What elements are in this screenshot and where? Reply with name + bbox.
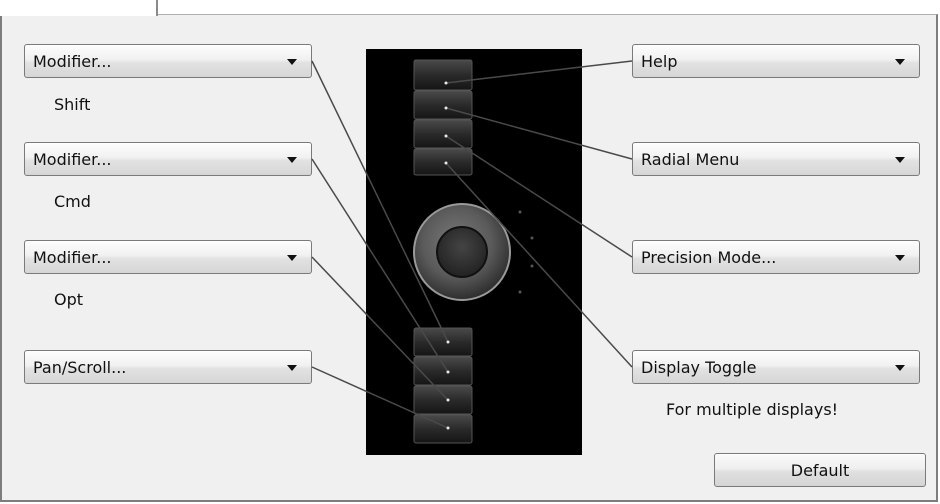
express-key-5-label: Help xyxy=(641,52,678,71)
express-key-3-label: Modifier... xyxy=(33,248,112,267)
express-key-1-label: Modifier... xyxy=(33,52,112,71)
chevron-down-icon xyxy=(287,157,297,163)
chevron-down-icon xyxy=(895,59,905,65)
chevron-down-icon xyxy=(287,255,297,261)
chevron-down-icon xyxy=(895,157,905,163)
express-key-4-label: Pan/Scroll... xyxy=(33,358,127,377)
express-key-top-2[interactable] xyxy=(413,90,473,120)
selected-tab[interactable] xyxy=(0,0,158,16)
express-key-2-dropdown[interactable]: Modifier... xyxy=(24,142,312,176)
chevron-down-icon xyxy=(895,255,905,261)
express-key-3-caption: Opt xyxy=(54,290,84,309)
express-key-top-3[interactable] xyxy=(413,119,473,149)
express-key-3-dropdown[interactable]: Modifier... xyxy=(24,240,312,274)
express-key-1-caption: Shift xyxy=(54,95,91,114)
default-button[interactable]: Default xyxy=(714,453,926,487)
express-key-7-dropdown[interactable]: Precision Mode... xyxy=(632,240,920,274)
express-key-bottom-4[interactable] xyxy=(413,414,473,444)
express-key-6-dropdown[interactable]: Radial Menu xyxy=(632,142,920,176)
express-key-2-caption: Cmd xyxy=(54,192,91,211)
express-key-top-1[interactable] xyxy=(413,59,473,91)
express-key-7-label: Precision Mode... xyxy=(641,248,777,267)
express-key-5-dropdown[interactable]: Help xyxy=(632,44,920,78)
chevron-down-icon xyxy=(895,365,905,371)
express-key-6-label: Radial Menu xyxy=(641,150,740,169)
express-key-8-dropdown[interactable]: Display Toggle xyxy=(632,350,920,384)
express-key-2-label: Modifier... xyxy=(33,150,112,169)
express-key-1-dropdown[interactable]: Modifier... xyxy=(24,44,312,78)
express-key-4-dropdown[interactable]: Pan/Scroll... xyxy=(24,350,312,384)
express-key-bottom-2[interactable] xyxy=(413,356,473,386)
express-key-bottom-3[interactable] xyxy=(413,385,473,415)
touch-ring-center-button[interactable] xyxy=(436,226,488,278)
express-key-8-caption: For multiple displays! xyxy=(666,400,839,419)
express-key-8-label: Display Toggle xyxy=(641,358,757,377)
chevron-down-icon xyxy=(287,59,297,65)
express-key-bottom-1[interactable] xyxy=(413,327,473,357)
chevron-down-icon xyxy=(287,365,297,371)
express-key-top-4[interactable] xyxy=(413,148,473,176)
